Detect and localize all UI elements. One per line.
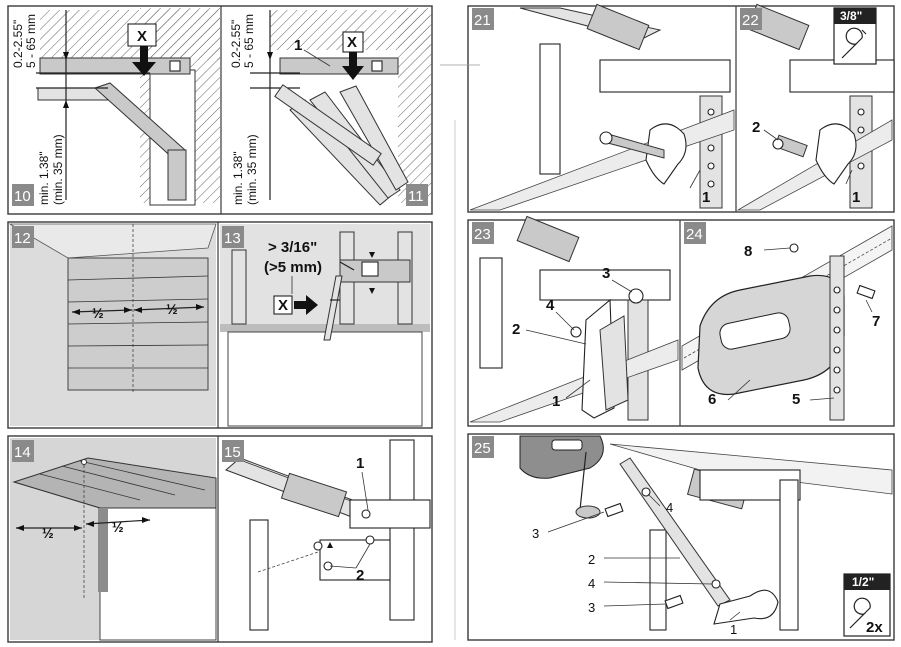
gap-in: 0.2-2.55" [11,20,25,68]
mount-bracket-24 [829,255,845,421]
callout-4b-25: 4 [588,576,595,591]
door-bracket-25 [713,589,779,625]
panel-14-15: ½ ½ 14 1 2 15 [7,435,433,643]
half-left: ½ [92,305,104,321]
step-22: 22 [742,12,759,29]
panel-23-24: 4 2 3 1 23 8 7 [467,215,895,427]
wrench-size-small: 3/8" [840,9,862,23]
panel-25: 3 4 2 4 3 1 25 1/2" 2x [467,433,895,641]
door-bracket-22 [815,123,857,185]
panel-10: X 10 0.2-2.55" 5 - 65 mm min. 1.38" (min… [11,8,220,206]
callout-2-22: 2 [752,119,760,136]
min-mm: (min. 35 mm) [51,134,65,205]
callout-1-21: 1 [702,189,710,206]
panel-12: ½ ½ 12 [8,223,217,426]
svg-text:min. 1.38": min. 1.38" [231,151,245,205]
min-in: min. 1.38" [37,151,51,205]
svg-text:0.2-2.55": 0.2-2.55" [229,20,243,68]
rail-profile [39,57,191,75]
callout-8-24: 8 [744,243,752,260]
step-11: 11 [408,188,424,205]
panel-14: ½ ½ 14 [10,438,217,641]
gap-mm: 5 - 65 mm [24,14,38,68]
panel-24: 8 7 6 5 24 [681,222,893,421]
step-24: 24 [686,226,703,243]
callout-3-23: 3 [602,265,610,282]
callout-2-25: 2 [588,552,595,567]
half-right-14: ½ [112,519,124,535]
light-lens [719,312,791,350]
callout-1-25: 1 [730,622,737,637]
step-12: 12 [14,230,31,247]
panel-23: 4 2 3 1 23 [469,215,679,423]
callout-1-23: 1 [552,393,560,410]
svg-text:5 - 65 mm: 5 - 65 mm [242,14,256,68]
step-13: 13 [224,230,241,247]
panel-12-13: ½ ½ 12 X > 3/16" (>5 mm) [7,221,433,429]
callout-1-11: 1 [294,37,302,54]
x-label-11: X [347,34,357,51]
step-21: 21 [474,12,491,29]
callout-2-15: 2 [356,567,364,584]
step-25: 25 [474,440,491,457]
callout-5-24: 5 [792,391,800,408]
panel-21-22: 1 21 2 1 22 3/8 [467,3,895,213]
panel-15: 1 2 15 [222,439,431,631]
offset-in: > 3/16" [268,239,317,256]
half-left-14: ½ [42,525,54,541]
times-two-label: 2x [866,619,883,636]
right-arrow-icon [294,295,318,315]
step-23: 23 [474,226,491,243]
panel-22: 2 1 22 3/8" [736,3,895,211]
callout-6-24: 6 [708,391,716,408]
offset-mm: (>5 mm) [264,259,322,276]
x-label-13: X [278,297,288,314]
panel-10-11: X 10 0.2-2.55" 5 - 65 mm min. 1.38" (min… [7,5,433,215]
panel-13: X > 3/16" (>5 mm) 13 [220,224,430,427]
door-bracket-21 [645,123,687,185]
down-arrow-icon [132,46,156,76]
half-right: ½ [166,301,178,317]
wrench-tool-large: 1/2" 2x [843,573,891,637]
callout-7-24: 7 [872,313,880,330]
wrench-size-large: 1/2" [852,575,874,589]
callout-1-22: 1 [852,189,860,206]
wrench-tool-small: 3/8" [833,7,877,65]
step-14: 14 [14,444,31,461]
callout-3b-25: 3 [588,600,595,615]
callout-3a-25: 3 [532,526,539,541]
wrench-icon [841,27,867,59]
callout-1-15: 1 [356,455,364,472]
callout-2-23: 2 [512,321,520,338]
step-10: 10 [14,188,31,205]
callout-4-23: 4 [546,297,555,314]
panel-11: X 1 11 0.2-2.55" 5 - 65 mm min. 1.38" (m… [229,8,432,206]
panel-21: 1 21 [469,3,735,211]
wrench-icon-large [849,597,871,629]
x-label: X [137,28,147,45]
callout-4a-25: 4 [666,500,673,515]
svg-text:(min. 35 mm): (min. 35 mm) [245,134,259,205]
step-15: 15 [224,444,241,461]
